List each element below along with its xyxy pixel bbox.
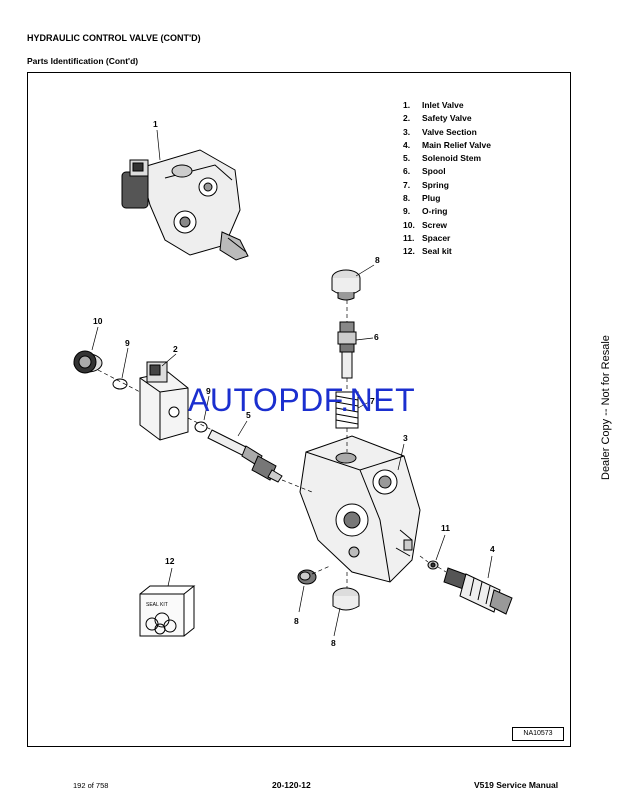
valve-section-drawing	[299, 435, 421, 583]
o-ring-right-drawing	[194, 421, 208, 433]
callout-7: 7	[370, 396, 375, 406]
legend-item: 1.Inlet Valve	[403, 100, 464, 110]
plug-top-drawing	[331, 269, 361, 301]
page-count: 192 of 758	[73, 781, 109, 790]
side-note: Dealer Copy -- Not for Resale	[600, 335, 612, 480]
callout-2: 2	[173, 344, 178, 354]
callout-12: 12	[165, 556, 175, 566]
screw-drawing	[73, 350, 103, 374]
subtitle: Parts Identification (Cont'd)	[27, 56, 139, 66]
callout-5: 5	[246, 410, 251, 420]
callout-11: 11	[441, 523, 450, 533]
callout-6: 6	[374, 332, 379, 342]
legend-item: 12.Seal kit	[403, 246, 452, 257]
section-title: HYDRAULIC CONTROL VALVE (CONT'D)	[27, 33, 201, 43]
legend-item: 3.Valve Section	[403, 126, 477, 137]
solenoid-stem-drawing	[207, 429, 283, 483]
legend-item: 7.Spring	[403, 179, 449, 190]
plug-bottom-drawing	[332, 587, 360, 611]
o-ring-left-drawing	[112, 378, 128, 390]
callout-10: 10	[93, 316, 103, 326]
spring-drawing	[335, 391, 359, 429]
watermark: AUTOPDF.NET	[188, 382, 416, 418]
section-page-number: 20-120-12	[272, 780, 311, 790]
main-relief-valve-drawing	[443, 567, 513, 615]
spool-drawing	[337, 321, 357, 379]
callout-4: 4	[490, 544, 495, 554]
seal-kit-drawing	[139, 585, 196, 637]
callout-8-bottom: 8	[331, 638, 336, 648]
figure-frame	[27, 72, 571, 747]
legend-item: 9.O-ring	[403, 206, 448, 217]
manual-title: V519 Service Manual	[474, 780, 559, 790]
plug-left-drawing	[297, 569, 317, 585]
callout-8-top: 8	[375, 255, 380, 265]
callout-8-left: 8	[294, 616, 299, 626]
leader-lines	[91, 129, 493, 637]
legend-item: 10.Screw	[403, 219, 448, 230]
assembly-axis-lines	[97, 300, 447, 588]
legend-item: 11.Spacer	[403, 232, 451, 243]
callout-9-left: 9	[125, 338, 130, 348]
legend-item: 5.Solenoid Stem	[403, 153, 482, 164]
legend-item: 8.Plug	[403, 193, 441, 204]
seal-kit-label: SEAL KIT	[146, 602, 168, 608]
legend-item: 4.Main Relief Valve	[403, 139, 491, 150]
callout-9-right: 9	[206, 386, 211, 396]
safety-valve-drawing	[139, 361, 189, 441]
spacer-drawing	[427, 560, 439, 570]
callout-3: 3	[403, 433, 408, 443]
legend-item: 6.Spool	[403, 166, 446, 177]
parts-legend: 1.Inlet Valve 2.Safety Valve 3.Valve Sec…	[403, 99, 491, 259]
inlet-valve-drawing	[121, 149, 249, 261]
figure-code: NA10573	[512, 727, 564, 741]
legend-item: 2.Safety Valve	[403, 113, 472, 124]
callout-1: 1	[153, 119, 158, 129]
